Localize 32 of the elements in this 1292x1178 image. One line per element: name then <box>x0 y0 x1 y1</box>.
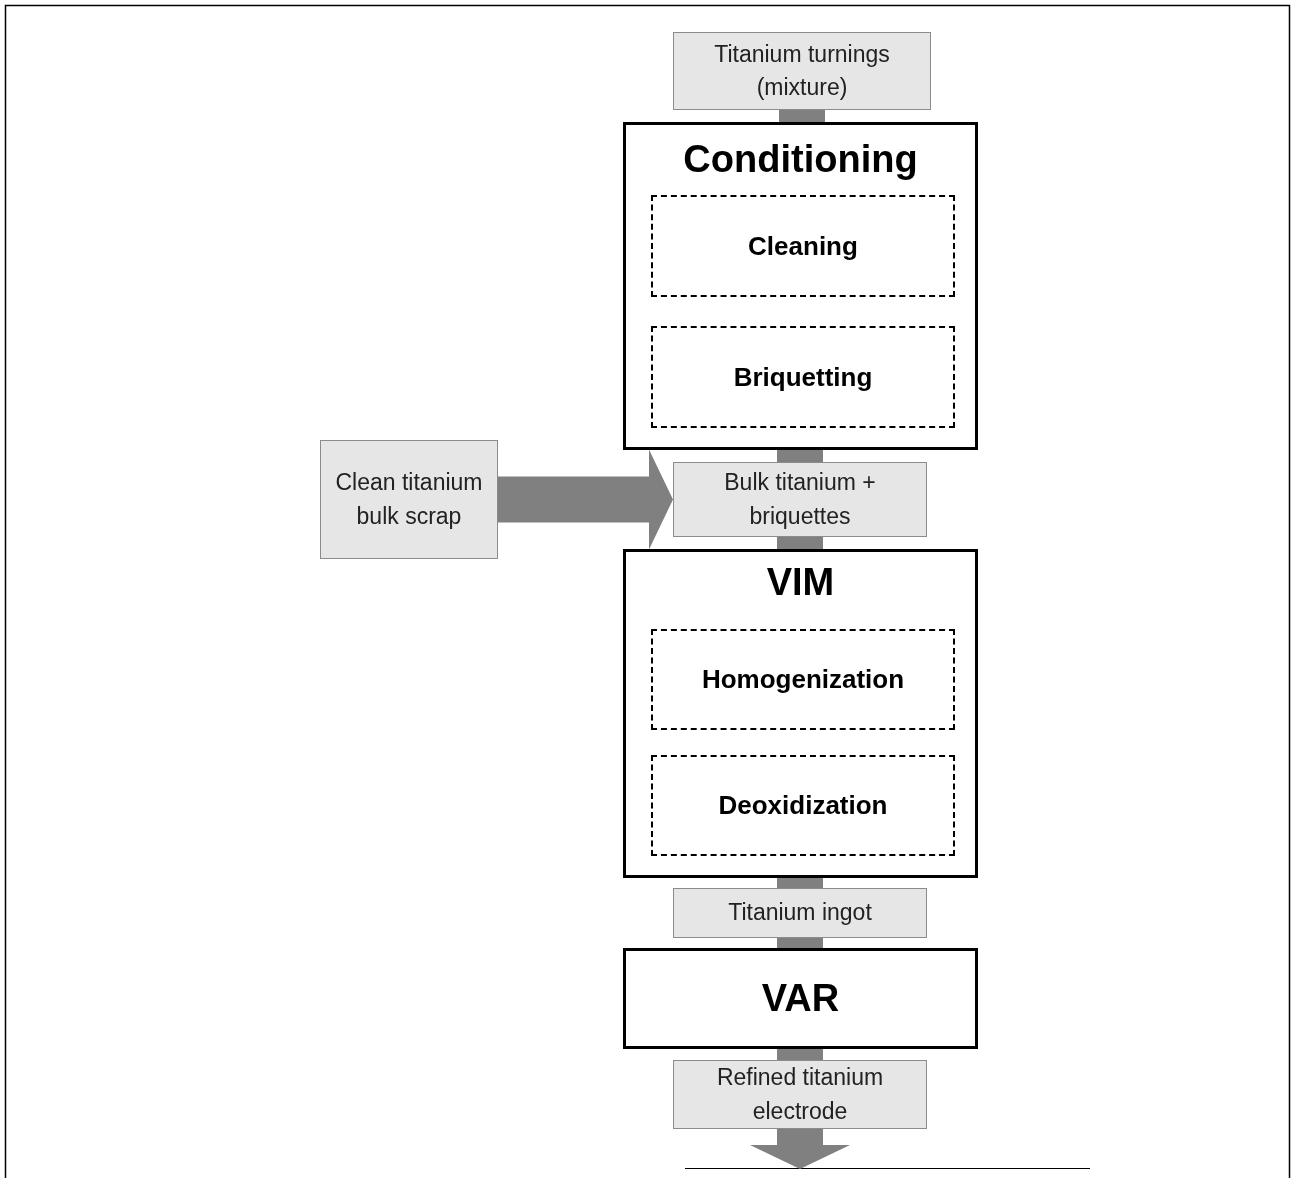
flow-connector <box>779 110 825 122</box>
material-label: Bulk titanium + briquettes <box>723 468 877 531</box>
flow-connector <box>777 537 823 549</box>
material-box <box>673 32 931 110</box>
material-box <box>673 462 927 537</box>
substep-box <box>651 755 955 856</box>
stage-heading: VAR <box>761 977 840 1020</box>
material-label: Clean titanium bulk scrap <box>334 468 484 531</box>
substep-box <box>651 326 955 428</box>
substep-label: Homogenization <box>701 664 905 695</box>
substep-box <box>651 629 955 730</box>
process-box <box>623 948 978 1049</box>
flow-connector <box>777 1049 823 1060</box>
material-box <box>673 888 927 938</box>
flow-connector <box>777 450 823 462</box>
material-label: Titanium turnings (mixture) <box>713 39 891 102</box>
block-arrow <box>498 449 673 550</box>
material-label: Refined titanium electrode <box>715 1063 885 1126</box>
substep-box <box>651 195 955 297</box>
stage-heading: VIM <box>766 562 835 604</box>
substep-label: Briquetting <box>733 361 873 393</box>
material-box <box>673 1060 927 1129</box>
process-box <box>623 122 978 450</box>
material-label: Titanium ingot <box>727 898 873 928</box>
substep-label: Deoxidization <box>718 790 888 821</box>
stage-heading: Conditioning <box>683 139 918 181</box>
substep-label: Cleaning <box>748 230 858 262</box>
flow-connector <box>777 938 823 948</box>
process-box <box>623 549 978 878</box>
block-arrow <box>750 1129 850 1169</box>
flow-connector <box>777 878 823 888</box>
material-box <box>320 440 498 559</box>
